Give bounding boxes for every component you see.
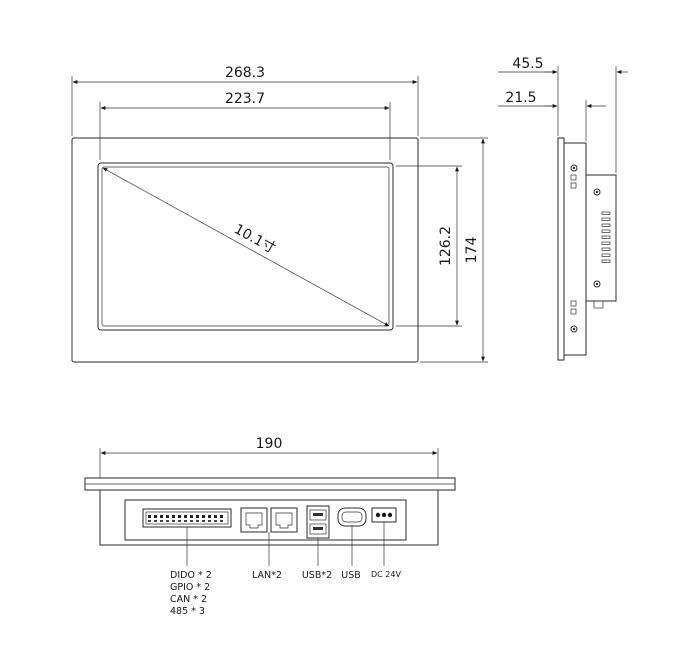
screw-icon bbox=[570, 325, 578, 333]
terminal-label-dido: DIDO * 2 bbox=[170, 570, 212, 581]
overall-height-label: 174 bbox=[464, 237, 480, 264]
vent-slots bbox=[601, 211, 611, 263]
panel-depth-label: 21.5 bbox=[505, 90, 536, 106]
side-rear-box bbox=[585, 174, 617, 302]
screw-icon bbox=[572, 166, 576, 170]
terminal-pin bbox=[148, 520, 151, 522]
screw-icon bbox=[593, 188, 601, 196]
usb-label: USB bbox=[341, 570, 361, 581]
terminal-pin bbox=[220, 520, 223, 522]
terminal-pin bbox=[184, 520, 187, 522]
terminal-pin bbox=[154, 520, 157, 522]
terminal-pin bbox=[166, 520, 169, 522]
terminal-label-gpio: GPIO * 2 bbox=[170, 582, 210, 593]
diagonal-line bbox=[102, 167, 390, 327]
terminal-pin bbox=[172, 515, 175, 518]
screw-icon bbox=[570, 164, 578, 172]
screw-icon bbox=[595, 282, 599, 286]
terminal-pin bbox=[184, 515, 187, 518]
display-width-label: 223.7 bbox=[225, 91, 265, 107]
terminal-pin bbox=[178, 520, 181, 522]
terminal-pin bbox=[202, 520, 205, 522]
screw-icon bbox=[572, 327, 576, 331]
chassis-width-label: 190 bbox=[256, 436, 283, 452]
terminal-pin bbox=[160, 515, 163, 518]
lan-port-2 bbox=[270, 507, 298, 533]
dc-label: DC 24V bbox=[371, 570, 401, 579]
display-height-label: 126.2 bbox=[438, 226, 454, 266]
terminal-pin bbox=[160, 520, 163, 522]
screw-icon bbox=[593, 280, 601, 288]
terminal-pin bbox=[196, 515, 199, 518]
terminal-pin bbox=[208, 515, 211, 518]
terminal-pin bbox=[178, 515, 181, 518]
terminal-pin bbox=[214, 520, 217, 522]
lan-port-1 bbox=[240, 507, 268, 533]
overall-width-label: 268.3 bbox=[225, 65, 265, 81]
terminal-pin bbox=[148, 515, 151, 518]
terminal-pins bbox=[148, 515, 223, 522]
front-display bbox=[97, 162, 394, 331]
front-view: 10.1寸 268.3 223.7 126.2 174 bbox=[71, 65, 488, 363]
bottom-view: 190 bbox=[84, 436, 456, 617]
lan-label: LAN*2 bbox=[252, 570, 282, 581]
port-panel bbox=[124, 499, 407, 541]
side-front-panel bbox=[557, 137, 565, 361]
terminal-pin bbox=[208, 520, 211, 522]
terminal-label-485: 485 * 3 bbox=[170, 606, 205, 617]
dc-power-terminal bbox=[371, 507, 397, 523]
terminal-pin bbox=[220, 515, 223, 518]
total-depth-label: 45.5 bbox=[512, 56, 543, 72]
dual-usb-port bbox=[306, 505, 330, 539]
terminal-pin bbox=[214, 515, 217, 518]
usb2-label: USB*2 bbox=[302, 570, 332, 581]
usb-port bbox=[337, 507, 367, 527]
terminal-pin bbox=[172, 520, 175, 522]
terminal-pin bbox=[202, 515, 205, 518]
terminal-label-can: CAN * 2 bbox=[170, 594, 207, 605]
side-view: 45.5 21.5 bbox=[498, 56, 628, 361]
screw-icon bbox=[595, 190, 599, 194]
terminal-pin bbox=[154, 515, 157, 518]
terminal-pin bbox=[190, 520, 193, 522]
front-bezel bbox=[71, 137, 419, 363]
terminal-pin bbox=[190, 515, 193, 518]
terminal-pin bbox=[196, 520, 199, 522]
terminal-pin bbox=[166, 515, 169, 518]
